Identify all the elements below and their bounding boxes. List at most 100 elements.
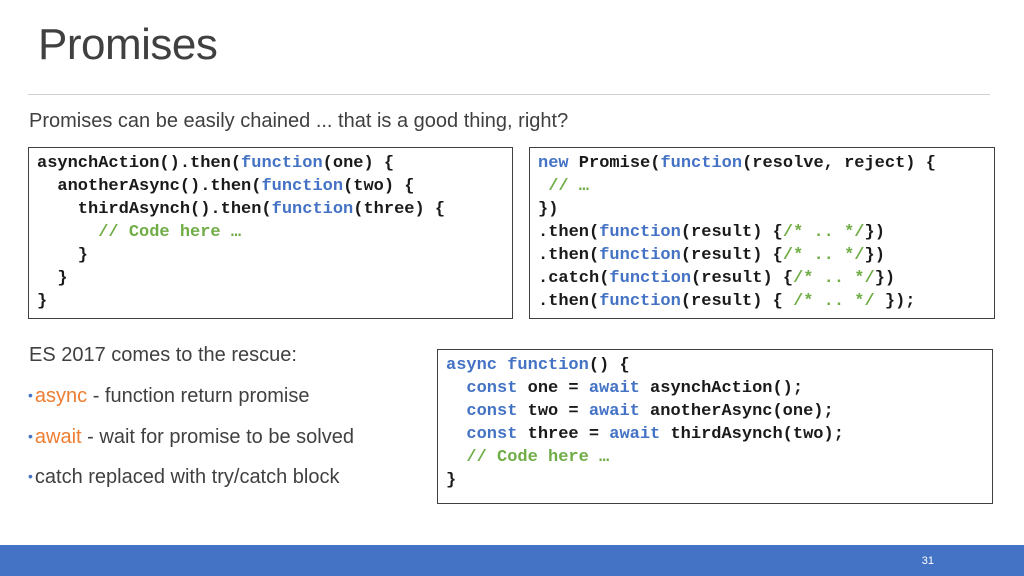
code-line: new Promise(function(resolve, reject) {	[538, 152, 986, 175]
code-keyword: function	[507, 356, 589, 375]
code-line: }	[446, 469, 984, 492]
code-token	[497, 356, 507, 375]
code-token: one =	[517, 379, 589, 398]
code-line: const three = await thirdAsynch(two);	[446, 423, 984, 446]
code-token: })	[874, 269, 896, 288]
code-token: anotherAsync().then(	[37, 177, 262, 196]
code-token: (result) {	[680, 246, 783, 265]
code-token: thirdAsynch(two);	[660, 425, 844, 444]
bullet-text: catch replaced with try/catch block	[34, 466, 340, 488]
code-keyword: function	[241, 154, 323, 173]
code-block-chained-promises: asynchAction().then(function(one) { anot…	[28, 147, 513, 319]
code-comment: /* .. */	[793, 269, 875, 288]
code-keyword: const	[466, 425, 518, 444]
code-token: Promise(	[568, 154, 661, 173]
code-token: }	[446, 471, 457, 490]
title-divider	[28, 94, 990, 95]
code-comment: /* .. */	[782, 223, 865, 242]
code-line: .then(function(result) {/* .. */})	[538, 244, 986, 267]
es2017-bullet-list: •async - function return promise •await …	[28, 385, 354, 507]
code-line: })	[538, 198, 986, 221]
bullet-item-catch: •catch replaced with try/catch block	[28, 466, 354, 507]
code-line: // …	[538, 175, 986, 198]
code-token: three =	[517, 425, 610, 444]
code-token	[446, 425, 466, 444]
code-line: .then(function(result) {/* .. */})	[538, 221, 986, 244]
code-line: async function() {	[446, 354, 984, 377]
code-line: const one = await asynchAction();	[446, 377, 984, 400]
page-number: 31	[921, 555, 934, 567]
code-comment: // Code here …	[98, 223, 242, 242]
code-keyword: const	[466, 402, 518, 421]
code-keyword: await	[609, 425, 661, 444]
code-line: const two = await anotherAsync(one);	[446, 400, 984, 423]
code-token: });	[874, 292, 916, 311]
code-token: .then(	[538, 292, 600, 311]
code-token: }	[37, 292, 48, 311]
code-token: }	[37, 246, 89, 265]
code-keyword: const	[466, 379, 518, 398]
code-token: })	[538, 200, 559, 219]
bullet-dot-icon: •	[28, 468, 33, 484]
code-token	[538, 177, 548, 196]
code-line: .then(function(result) { /* .. */ });	[538, 290, 986, 313]
code-token: (two) {	[343, 177, 415, 196]
bullet-dot-icon: •	[28, 427, 33, 444]
code-token: asynchAction().then(	[37, 154, 242, 173]
code-line: .catch(function(result) {/* .. */})	[538, 267, 986, 290]
footer-bar: 31	[0, 545, 1024, 576]
code-comment: /* .. */	[782, 246, 865, 265]
code-token: .then(	[538, 223, 600, 242]
code-token	[446, 402, 466, 421]
code-line: }	[37, 267, 504, 290]
code-line: }	[37, 290, 504, 313]
code-token: .catch(	[538, 269, 610, 288]
code-token: two =	[517, 402, 589, 421]
code-keyword: await	[588, 402, 640, 421]
code-token: thirdAsynch().then(	[37, 200, 272, 219]
code-keyword: function	[609, 269, 692, 288]
code-comment: /* .. */	[793, 292, 875, 311]
code-line: asynchAction().then(function(one) {	[37, 152, 504, 175]
code-token: (one) {	[322, 154, 395, 173]
code-keyword: new	[538, 154, 569, 173]
code-line: // Code here …	[37, 221, 504, 244]
code-token: }	[37, 269, 68, 288]
code-token: (result) {	[680, 292, 794, 311]
bullet-text: - wait for promise to be solved	[81, 425, 354, 448]
code-token	[37, 223, 98, 242]
es2017-heading: ES 2017 comes to the rescue:	[29, 344, 297, 366]
code-token: () {	[588, 356, 630, 375]
intro-text: Promises can be easily chained ... that …	[29, 110, 569, 132]
code-line: }	[37, 244, 504, 267]
code-block-async-await: async function() { const one = await asy…	[437, 349, 993, 504]
slide-title: Promises	[38, 20, 218, 69]
code-keyword: function	[599, 246, 681, 265]
bullet-item-await: •await - wait for promise to be solved	[28, 426, 354, 467]
code-token: (result) {	[680, 223, 783, 242]
code-token: (result) {	[691, 269, 794, 288]
code-token: })	[864, 223, 885, 242]
code-token	[446, 379, 466, 398]
code-keyword: function	[660, 154, 743, 173]
code-line: anotherAsync().then(function(two) {	[37, 175, 504, 198]
code-token: })	[864, 246, 885, 265]
code-keyword: async	[446, 356, 498, 375]
code-line: thirdAsynch().then(function(three) {	[37, 198, 504, 221]
bullet-item-async: •async - function return promise	[28, 385, 354, 426]
bullet-keyword: await	[34, 425, 82, 448]
bullet-keyword: async	[34, 385, 88, 407]
bullet-dot-icon: •	[28, 387, 33, 403]
code-token: (three) {	[353, 200, 446, 219]
code-keyword: function	[599, 223, 681, 242]
code-token: (resolve, reject) {	[742, 154, 936, 173]
code-token: anotherAsync(one);	[639, 402, 834, 421]
code-block-promise-chain: new Promise(function(resolve, reject) { …	[529, 147, 995, 319]
code-line: // Code here …	[446, 446, 984, 469]
code-keyword: function	[261, 177, 344, 196]
code-token: asynchAction();	[639, 379, 804, 398]
code-comment: // Code here …	[466, 448, 610, 467]
code-keyword: function	[271, 200, 354, 219]
code-keyword: await	[588, 379, 640, 398]
bullet-text: - function return promise	[87, 385, 310, 407]
